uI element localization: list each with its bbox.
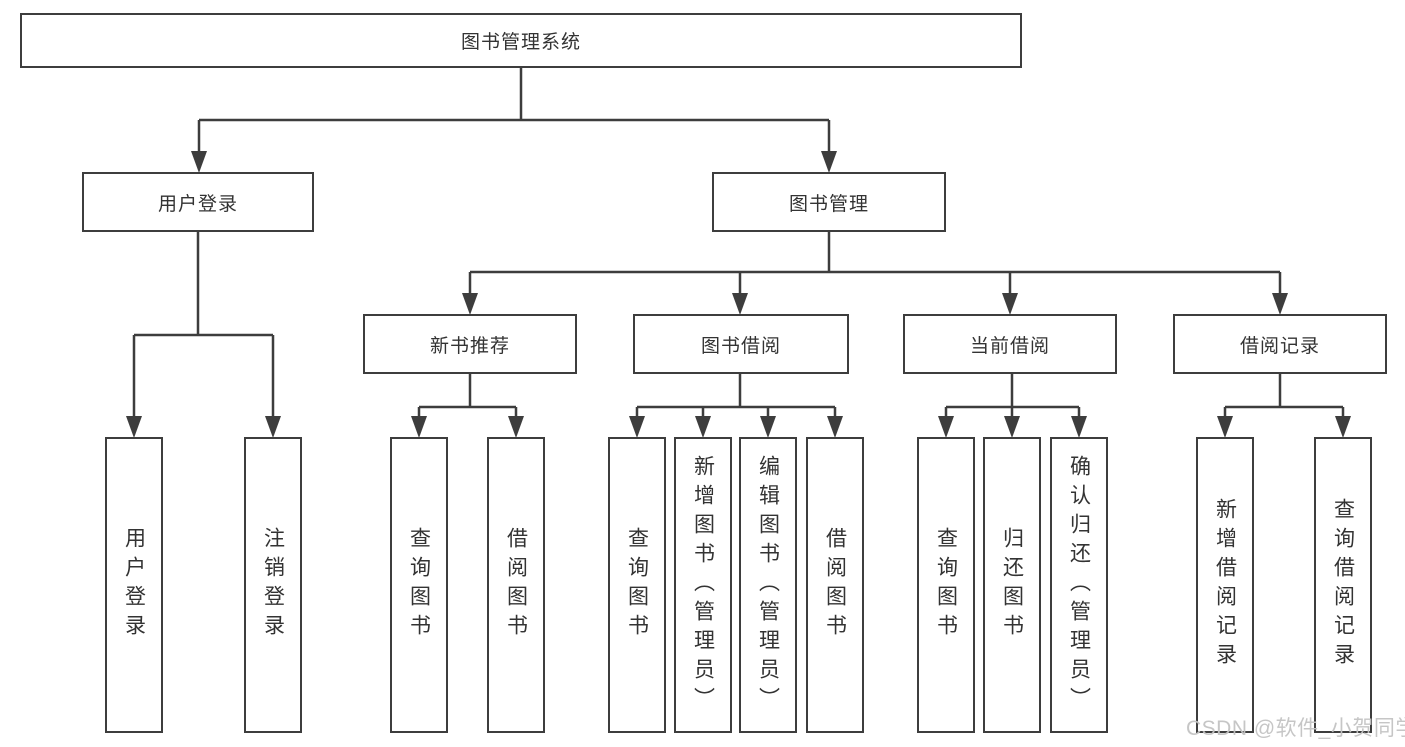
node-label: 借阅图书 (823, 527, 847, 643)
node-label: 查询借阅记录 (1331, 498, 1355, 672)
node-label: 新增图书（管理员） (691, 454, 715, 716)
node-label: 查询图书 (625, 527, 649, 643)
node-leaf-current-query-books: 查询图书 (917, 437, 975, 733)
node-label: 借阅图书 (504, 527, 528, 643)
node-label: 注销登录 (261, 527, 285, 643)
node-leaf-user-login: 用户登录 (105, 437, 163, 733)
node-leaf-add-borrow-record: 新增借阅记录 (1196, 437, 1254, 733)
node-leaf-query-borrow-record: 查询借阅记录 (1314, 437, 1372, 733)
node-label: 图书借阅 (700, 335, 781, 357)
node-book-borrowing: 图书借阅 (633, 314, 849, 374)
node-label: 用户登录 (157, 193, 238, 215)
node-label: 归还图书 (1000, 527, 1024, 643)
node-label: 新书推荐 (429, 335, 510, 357)
node-label: 查询图书 (407, 527, 431, 643)
node-current-borrowing: 当前借阅 (903, 314, 1117, 374)
node-leaf-confirm-return-admin: 确认归还（管理员） (1050, 437, 1108, 733)
node-label: 查询图书 (934, 527, 958, 643)
node-label: 编辑图书（管理员） (756, 454, 780, 716)
node-root-library-system: 图书管理系统 (20, 13, 1022, 68)
node-leaf-logout: 注销登录 (244, 437, 302, 733)
node-leaf-recommend-query-books: 查询图书 (390, 437, 448, 733)
node-new-book-recommend: 新书推荐 (363, 314, 577, 374)
node-leaf-borrow-query-books: 查询图书 (608, 437, 666, 733)
node-borrowing-records: 借阅记录 (1173, 314, 1387, 374)
node-label: 新增借阅记录 (1213, 498, 1237, 672)
node-label: 确认归还（管理员） (1067, 454, 1091, 716)
csdn-watermark: CSDN @软件_小贺同学 (1186, 717, 1405, 740)
node-leaf-borrow-books: 借阅图书 (806, 437, 864, 733)
node-root-label: 图书管理系统 (460, 32, 581, 53)
node-leaf-recommend-borrow-books: 借阅图书 (487, 437, 545, 733)
node-label: 当前借阅 (969, 335, 1050, 357)
node-label: 借阅记录 (1239, 335, 1320, 357)
node-branch-book-management: 图书管理 (712, 172, 946, 232)
node-leaf-add-books-admin: 新增图书（管理员） (674, 437, 732, 733)
node-leaf-edit-books-admin: 编辑图书（管理员） (739, 437, 797, 733)
node-label: 用户登录 (122, 527, 146, 643)
node-leaf-return-books: 归还图书 (983, 437, 1041, 733)
node-branch-user-login: 用户登录 (82, 172, 314, 232)
node-label: 图书管理 (788, 193, 869, 215)
